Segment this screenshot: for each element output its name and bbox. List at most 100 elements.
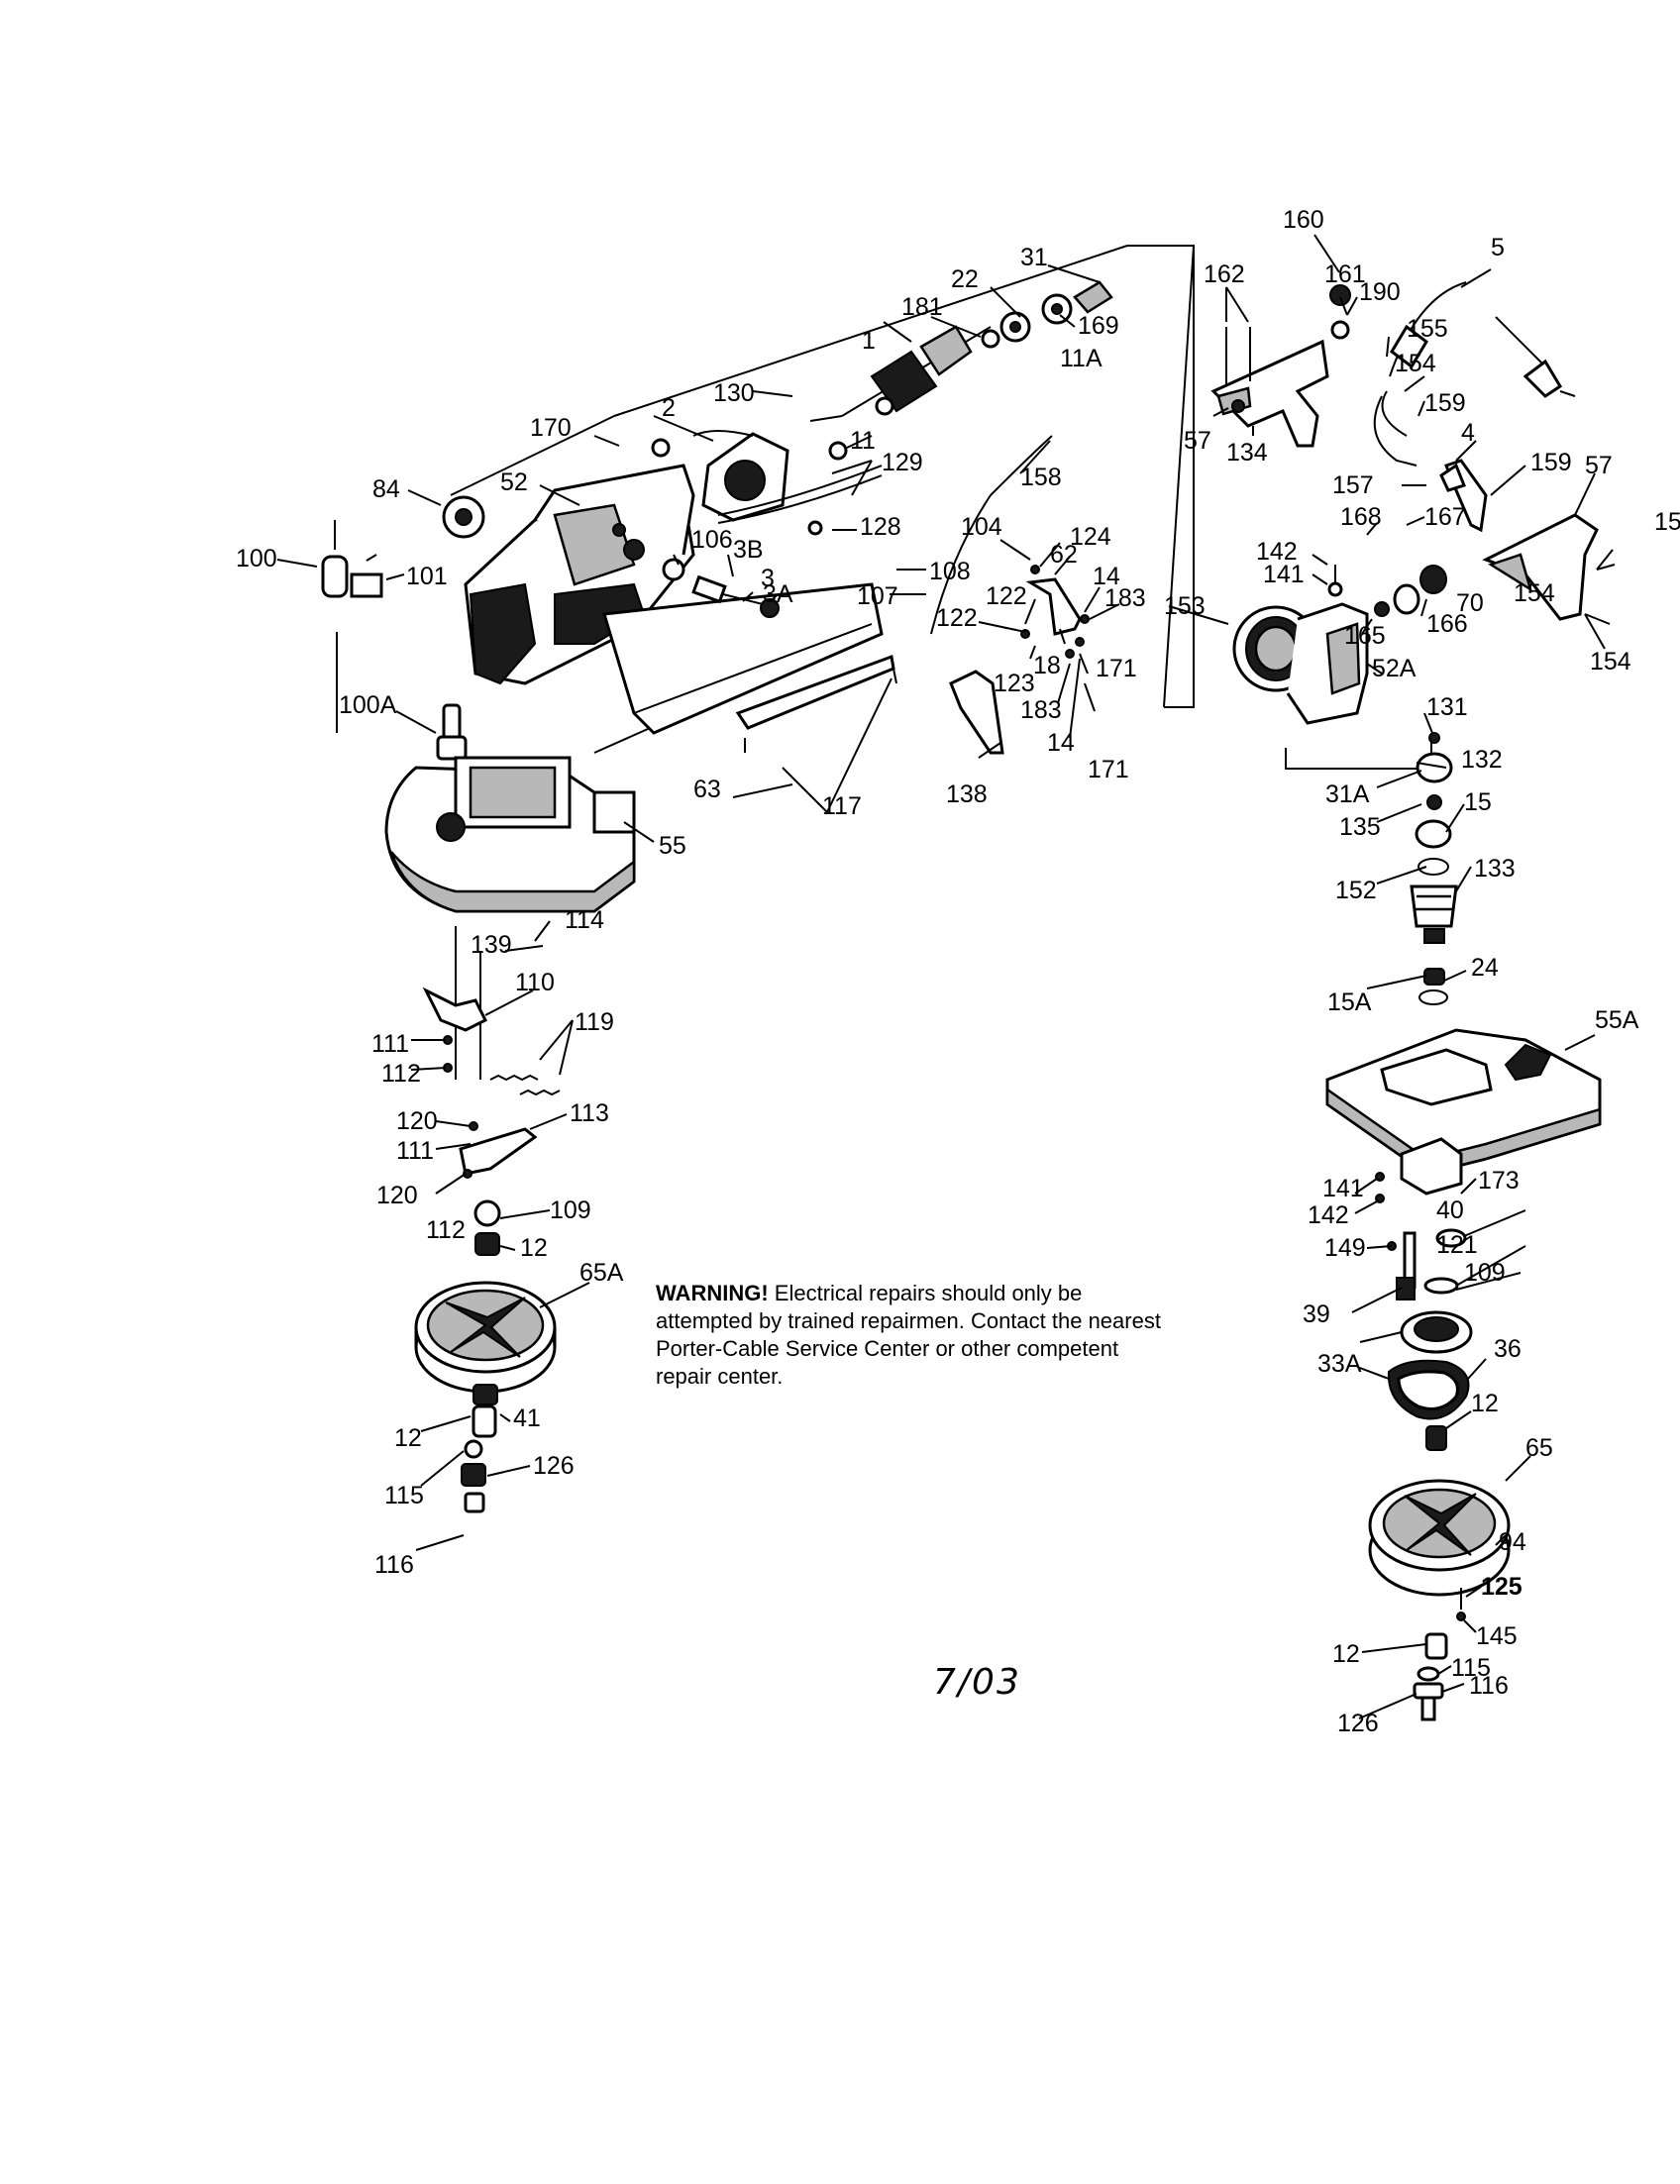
callout-label: 84 xyxy=(372,475,400,503)
wheel-housing-left-part xyxy=(384,756,636,913)
bracket-part xyxy=(1020,565,1090,659)
callout-label: 57 xyxy=(1585,452,1613,479)
callout-label: 11 xyxy=(850,427,876,455)
callout-label: 31 xyxy=(1020,244,1048,271)
callout-label: 157 xyxy=(1332,471,1374,499)
motor-housing-part xyxy=(464,464,695,685)
wheel-right-part xyxy=(1368,1425,1511,1721)
callout-label: 12 xyxy=(394,1424,422,1452)
callout-label: 129 xyxy=(882,449,923,476)
leader-lines xyxy=(276,234,1614,1719)
callout-label: 131 xyxy=(1426,693,1468,721)
callout-label: 1 xyxy=(862,327,876,355)
callout-label: 149 xyxy=(1324,1234,1366,1262)
callout-label: 15 xyxy=(1654,508,1680,536)
callout-label: 52 xyxy=(500,468,528,496)
callout-label: 167 xyxy=(1424,503,1466,531)
callout-label: 12 xyxy=(1332,1640,1360,1668)
callout-label: 100 xyxy=(236,545,277,572)
callout-label: 125 xyxy=(1481,1573,1522,1601)
callout-label: 123 xyxy=(994,670,1035,697)
part-callout-labels: 160 5 31 162 161 190 22 181 169 155 1 11… xyxy=(236,206,1680,1737)
warning-notice: WARNING! Electrical repairs should only … xyxy=(656,1280,1171,1391)
callout-label: 132 xyxy=(1461,746,1503,774)
callout-label: 171 xyxy=(1088,756,1129,783)
callout-label: 130 xyxy=(713,379,755,407)
warning-heading: WARNING! xyxy=(656,1281,769,1305)
callout-label: 101 xyxy=(406,563,448,590)
wire-leads-part xyxy=(717,435,1053,635)
callout-label: 153 xyxy=(1164,592,1206,620)
callout-label: 24 xyxy=(1471,954,1499,982)
bearing-pin-part xyxy=(321,520,383,598)
wheel-left-part xyxy=(414,1199,557,1513)
callout-label: 3A xyxy=(763,580,793,608)
callout-label: 120 xyxy=(396,1107,438,1135)
callout-label: 135 xyxy=(1339,813,1381,841)
callout-label: 168 xyxy=(1340,503,1382,531)
callout-label: 126 xyxy=(1337,1710,1379,1737)
callout-label: 114 xyxy=(565,906,604,934)
handle-assembly-part xyxy=(1210,284,1351,448)
callout-label: 183 xyxy=(1104,584,1146,612)
callout-label: 107 xyxy=(857,582,898,610)
frame-bar-part xyxy=(602,582,884,735)
callout-label: 165 xyxy=(1344,622,1386,650)
callout-label: 65 xyxy=(1525,1434,1553,1462)
right-shaft-stack-part xyxy=(1410,732,1458,1005)
callout-label: 115 xyxy=(1451,1654,1491,1682)
callout-label: 112 xyxy=(426,1216,466,1244)
callout-label: 155 xyxy=(1407,315,1448,343)
callout-label: 55A xyxy=(1595,1006,1639,1034)
callout-label: 122 xyxy=(936,604,978,632)
callout-label: 14 xyxy=(1047,729,1075,757)
callout-label: 104 xyxy=(961,513,1002,541)
gear-case-part xyxy=(1232,565,1447,725)
callout-label: 171 xyxy=(1096,655,1137,682)
callout-label: 145 xyxy=(1476,1622,1518,1650)
callout-label: 31A xyxy=(1325,780,1370,808)
callout-label: 39 xyxy=(1303,1300,1330,1328)
callout-label: 18 xyxy=(1033,652,1061,679)
revision-date: 7/03 xyxy=(933,1662,1021,1703)
callout-label: 122 xyxy=(986,582,1027,610)
callout-label: 41 xyxy=(513,1404,541,1432)
callout-label: 166 xyxy=(1426,610,1468,638)
callout-label: 152 xyxy=(1335,877,1377,904)
callout-label: 161 xyxy=(1324,260,1366,288)
callout-label: 108 xyxy=(929,558,971,585)
wheel-housing-right-part xyxy=(1325,1028,1602,1196)
knob-part xyxy=(442,495,485,539)
callout-label: 40 xyxy=(1436,1196,1464,1224)
callout-label: 5 xyxy=(1491,234,1505,261)
callout-label: 142 xyxy=(1308,1201,1349,1229)
callout-label: 124 xyxy=(1070,523,1111,551)
callout-label: 15 xyxy=(1464,788,1492,816)
callout-label: 3 xyxy=(761,565,775,592)
side-handle-part xyxy=(1482,513,1616,625)
armature-part xyxy=(841,325,992,417)
callout-label: 169 xyxy=(1078,312,1119,340)
callout-label: 183 xyxy=(1020,696,1062,724)
callout-label: 120 xyxy=(376,1182,418,1209)
callout-label: 141 xyxy=(1322,1175,1364,1202)
callout-label: 133 xyxy=(1474,855,1516,883)
callout-label: 100A xyxy=(339,691,397,719)
guide-arm-part xyxy=(735,654,897,753)
callout-label: 142 xyxy=(1256,538,1298,566)
callout-label: 181 xyxy=(901,293,943,321)
callout-label: 116 xyxy=(1469,1672,1509,1700)
power-cord-part xyxy=(1389,281,1576,398)
callout-label: 121 xyxy=(1436,1231,1478,1259)
callout-label: 70 xyxy=(1456,589,1484,617)
callout-label: 65A xyxy=(579,1259,624,1287)
callout-label: 15A xyxy=(1327,988,1372,1016)
callout-label: 154 xyxy=(1395,350,1436,377)
callout-label: 57 xyxy=(1184,427,1211,455)
callout-label: 160 xyxy=(1283,206,1324,234)
callout-label: 112 xyxy=(381,1060,421,1088)
callout-label: 128 xyxy=(860,513,901,541)
callout-label: 111 xyxy=(371,1030,409,1058)
